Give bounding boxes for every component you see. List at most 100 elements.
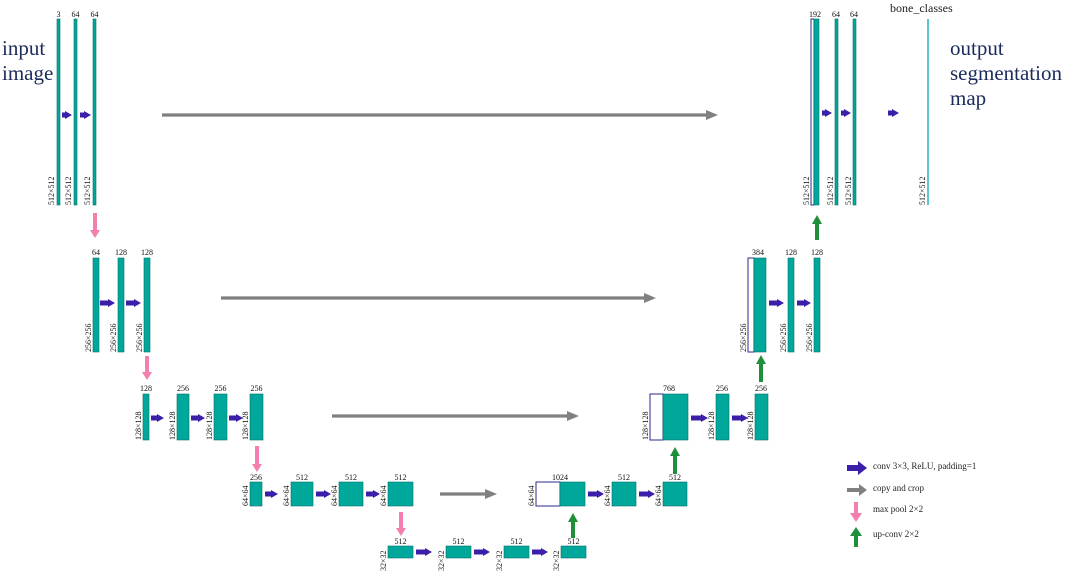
output-label-line-3: map bbox=[950, 86, 987, 110]
output-label-line-1: output bbox=[950, 36, 1004, 60]
enc3-conv-arrow-2 bbox=[229, 414, 243, 422]
dec2-upconv-arrow bbox=[812, 215, 822, 240]
dec3-size-label-0: 128×128 bbox=[641, 411, 650, 440]
copy-crop-arrow-level-3 bbox=[332, 411, 579, 421]
dec4-conv-arrow-0 bbox=[588, 490, 604, 498]
dec1-channel-label-2: 64 bbox=[850, 10, 858, 19]
copy-crop-arrow-level-1 bbox=[162, 110, 718, 120]
enc1-size-label-2: 512×512 bbox=[83, 176, 92, 205]
dec1-map-2 bbox=[852, 18, 857, 206]
dec4-map-2 bbox=[662, 481, 688, 507]
dec4-conv-arrow-1 bbox=[639, 490, 655, 498]
legend-text-pool: max pool 2×2 bbox=[873, 504, 924, 514]
enc4-conv-arrow-2 bbox=[366, 490, 380, 498]
enc4-size-label-0: 64×64 bbox=[241, 485, 250, 506]
enc4-map-3 bbox=[387, 481, 414, 507]
enc3-size-label-0: 128×128 bbox=[134, 411, 143, 440]
enc2-channel-label-0: 64 bbox=[92, 248, 100, 257]
bottleneck-conv-arrow-1 bbox=[474, 548, 490, 556]
dec3-channel-label-0: 768 bbox=[663, 384, 675, 393]
dec1-size-label-0: 512×512 bbox=[802, 176, 811, 205]
input-label-line-1: input bbox=[2, 36, 46, 60]
input-image-label: input image bbox=[2, 36, 53, 86]
bottleneck-map-2 bbox=[503, 545, 530, 559]
dec3-conv-arrow-0 bbox=[691, 414, 708, 422]
dec2-conv-arrow-1 bbox=[797, 299, 811, 307]
enc1-channel-label-1: 64 bbox=[72, 10, 80, 19]
enc3-channel-label-3: 256 bbox=[251, 384, 263, 393]
bottleneck-upconv-arrow bbox=[568, 513, 578, 538]
enc3-map-2 bbox=[213, 393, 228, 441]
enc2-conv-arrow-0 bbox=[100, 299, 115, 307]
dec3-upconv-arrow bbox=[756, 355, 766, 382]
enc3-map-0 bbox=[142, 393, 150, 441]
bottleneck-map-1 bbox=[445, 545, 472, 559]
enc1-pool-arrow bbox=[90, 213, 100, 238]
enc4-pool-arrow bbox=[396, 512, 406, 536]
bottleneck-channel-label-2: 512 bbox=[511, 537, 523, 546]
dec4-channel-label-1: 512 bbox=[618, 473, 630, 482]
dec4-channel-label-0: 1024 bbox=[552, 473, 568, 482]
dec2-conv-arrow-0 bbox=[769, 299, 784, 307]
dec2-map-1 bbox=[787, 257, 795, 353]
dec3-channel-label-2: 256 bbox=[755, 384, 767, 393]
enc3-channel-label-1: 256 bbox=[177, 384, 189, 393]
input-label-line-2: image bbox=[2, 61, 54, 85]
dec1-map-1 bbox=[834, 18, 839, 206]
enc3-map-3 bbox=[249, 393, 264, 441]
legend-text-upconv: up-conv 2×2 bbox=[873, 529, 919, 539]
dec2-channel-label-0: 384 bbox=[752, 248, 764, 257]
dec4-size-label-2: 64×64 bbox=[654, 485, 663, 506]
enc3-conv-arrow-0 bbox=[151, 414, 164, 422]
enc1-conv-arrow-0 bbox=[62, 111, 72, 119]
enc1-conv-arrow-1 bbox=[80, 111, 91, 119]
enc2-map-1 bbox=[117, 257, 125, 353]
upconv-arrow-icon bbox=[850, 527, 862, 547]
dec2-size-label-0: 256×256 bbox=[739, 323, 748, 352]
bottleneck-size-label-3: 32×32 bbox=[552, 550, 561, 571]
dec2-copied-map bbox=[747, 257, 755, 353]
enc4-map-0 bbox=[249, 481, 263, 507]
bottleneck-channel-label-3: 512 bbox=[568, 537, 580, 546]
dec1-map-0 bbox=[813, 18, 820, 206]
copy-arrow-icon bbox=[847, 484, 867, 496]
dec4-size-label-1: 64×64 bbox=[603, 485, 612, 506]
dec3-size-label-1: 128×128 bbox=[707, 411, 716, 440]
enc2-conv-arrow-1 bbox=[126, 299, 141, 307]
enc3-conv-arrow-1 bbox=[191, 414, 205, 422]
enc3-size-label-3: 128×128 bbox=[241, 411, 250, 440]
enc1-size-label-0: 512×512 bbox=[47, 176, 56, 205]
enc4-size-label-3: 64×64 bbox=[379, 485, 388, 506]
bottleneck-map-3 bbox=[560, 545, 587, 559]
enc2-pool-arrow bbox=[142, 356, 152, 380]
bottleneck-channel-label-0: 512 bbox=[395, 537, 407, 546]
output-segmentation-label: output segmentation map bbox=[950, 36, 1062, 111]
dec1-output-conv-arrow bbox=[888, 109, 899, 117]
output-label-line-2: segmentation bbox=[950, 61, 1062, 85]
output-map bbox=[927, 19, 929, 205]
enc1-channel-label-0: 3 bbox=[57, 10, 61, 19]
dec2-channel-label-1: 128 bbox=[785, 248, 797, 257]
copy-crop-arrow-level-4 bbox=[440, 489, 497, 499]
dec3-map-1 bbox=[715, 393, 730, 441]
enc2-size-label-0: 256×256 bbox=[84, 323, 93, 352]
dec1-copied-map bbox=[810, 18, 815, 206]
enc1-map-1 bbox=[73, 18, 78, 206]
enc2-size-label-1: 256×256 bbox=[109, 323, 118, 352]
dec2-map-2 bbox=[813, 257, 821, 353]
dec1-size-label-1: 512×512 bbox=[826, 176, 835, 205]
legend-item-pool: max pool 2×2 bbox=[845, 501, 1055, 522]
dec3-conv-arrow-1 bbox=[732, 414, 748, 422]
enc4-channel-label-3: 512 bbox=[395, 473, 407, 482]
dec1-conv-arrow-1 bbox=[841, 109, 851, 117]
dec4-copied-map bbox=[535, 481, 561, 507]
enc2-map-2 bbox=[143, 257, 151, 353]
dec4-map-0 bbox=[559, 481, 586, 507]
enc1-size-label-1: 512×512 bbox=[64, 176, 73, 205]
legend-text-conv: conv 3×3, ReLU, padding=1 bbox=[873, 461, 977, 471]
enc4-channel-label-0: 256 bbox=[250, 473, 262, 482]
dec3-map-2 bbox=[754, 393, 769, 441]
dec3-channel-label-1: 256 bbox=[716, 384, 728, 393]
enc2-channel-label-1: 128 bbox=[115, 248, 127, 257]
enc2-channel-label-2: 128 bbox=[141, 248, 153, 257]
